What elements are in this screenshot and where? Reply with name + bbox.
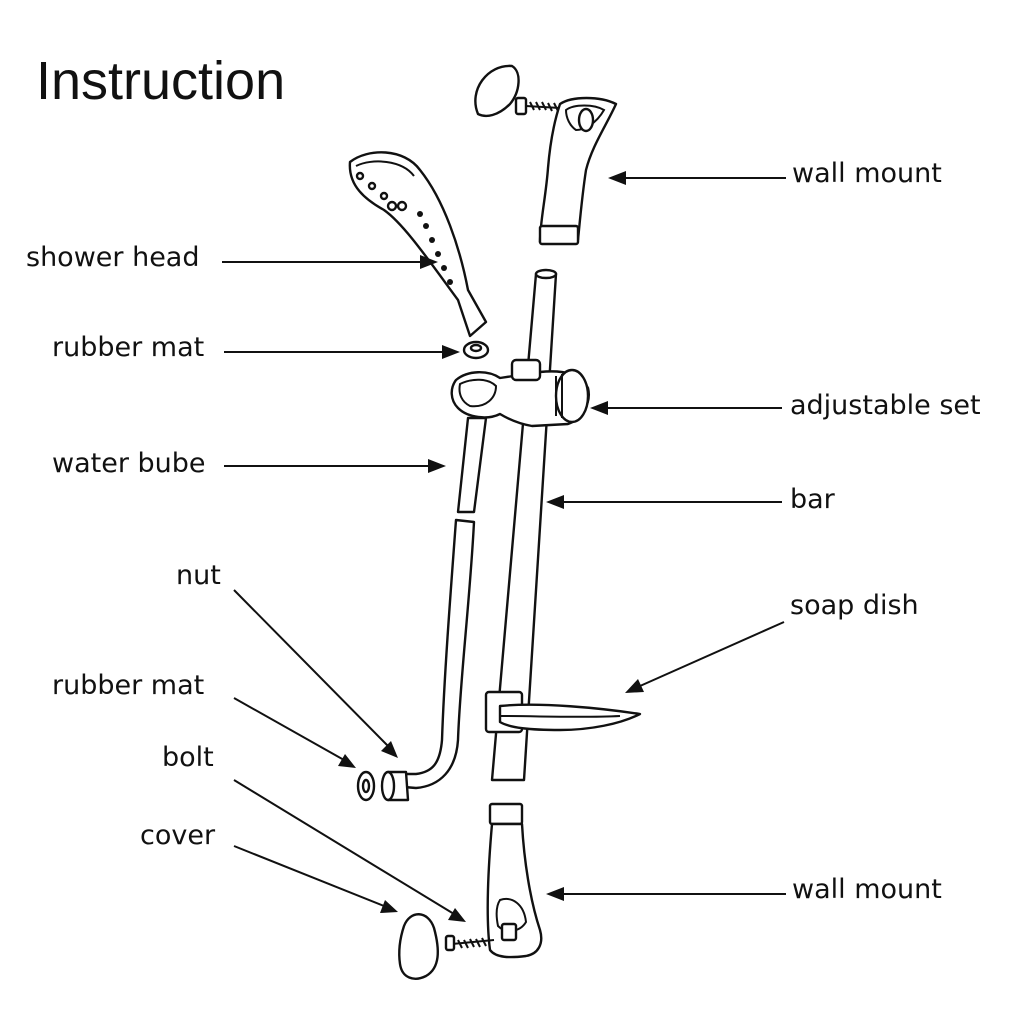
bottom-screw xyxy=(446,936,494,950)
bar-leader xyxy=(546,495,782,509)
adjustable-set-part xyxy=(452,360,589,426)
nut-part xyxy=(382,772,408,800)
bolt-leader xyxy=(234,780,466,922)
label-bar: bar xyxy=(790,484,835,515)
top-wall-mount xyxy=(540,98,616,244)
nut-leader xyxy=(234,590,398,758)
page-title: Instruction xyxy=(36,50,285,112)
label-cover: cover xyxy=(140,820,215,851)
label-shower-head: shower head xyxy=(26,242,199,273)
label-adjustable-set: adjustable set xyxy=(790,390,981,421)
wall-mount-bottom-leader xyxy=(546,887,786,901)
label-wall-mount-top: wall mount xyxy=(792,158,942,189)
rubber-mat-top-leader xyxy=(224,345,460,359)
top-cover-cap xyxy=(475,66,518,116)
cover-leader xyxy=(234,846,398,913)
shower-head-leader xyxy=(222,255,438,269)
label-rubber-mat-bottom: rubber mat xyxy=(52,670,204,701)
bottom-rubber-mat-part xyxy=(358,772,374,800)
top-rubber-mat-part xyxy=(464,342,488,358)
shower-head-part xyxy=(350,152,486,336)
label-rubber-mat-top: rubber mat xyxy=(52,332,204,363)
soap-dish-leader xyxy=(625,622,784,693)
adjustable-set-leader xyxy=(590,401,782,415)
rubber-mat-bottom-leader xyxy=(234,698,356,768)
label-soap-dish: soap dish xyxy=(790,590,919,621)
label-water-bube: water bube xyxy=(52,448,206,479)
label-nut: nut xyxy=(176,560,221,591)
wall-mount-top-leader xyxy=(608,171,786,185)
top-screw xyxy=(516,98,560,114)
bottom-cover-cap xyxy=(399,914,438,978)
bottom-wall-mount xyxy=(488,804,541,957)
water-bube-leader xyxy=(224,459,446,473)
water-tube-part xyxy=(392,418,486,788)
soap-dish-part xyxy=(486,692,640,732)
label-wall-mount-bottom: wall mount xyxy=(792,874,942,905)
label-bolt: bolt xyxy=(162,742,214,773)
